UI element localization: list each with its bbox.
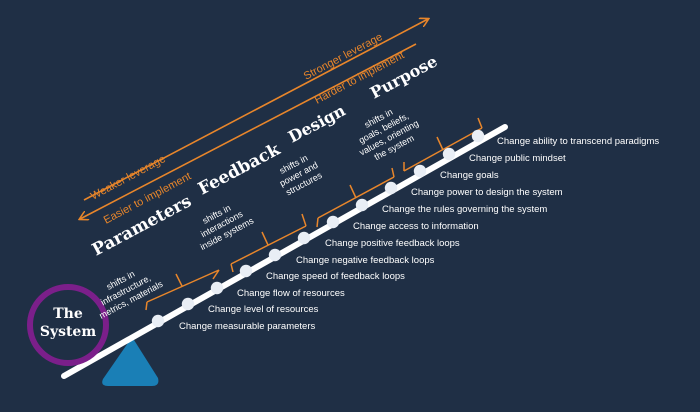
category-bracket-4	[403, 117, 483, 172]
leverage-point-dot-1	[151, 314, 165, 328]
leverage-point-label-8: Change the rules governing the system	[382, 204, 547, 215]
leverage-point-dot-12	[471, 129, 485, 143]
the-system-label-line2: System	[40, 324, 97, 340]
category-subtitle-feedback: shifts ininteractionsinside systems	[188, 196, 256, 252]
leverage-points: Change measurable parameters Change level…	[151, 129, 659, 332]
leverage-point-label-11: Change public mindset	[469, 153, 566, 164]
leverage-point-label-9: Change power to design the system	[411, 187, 563, 198]
harder-to-implement-arrow	[80, 43, 417, 219]
leverage-point-dot-8	[355, 198, 369, 212]
category-title-feedback: Feedback	[195, 139, 285, 199]
leverage-point-label-2: Change level of resources	[208, 304, 319, 315]
stronger-leverage-arrow	[83, 19, 428, 201]
leverage-point-dot-9	[384, 181, 398, 195]
category-subtitle-purpose: shifts ingoals, beliefs,values, orientin…	[347, 99, 425, 168]
leverage-point-dot-7	[326, 215, 340, 229]
lever-beam	[61, 124, 508, 379]
the-system-ring	[27, 284, 109, 366]
leverage-point-dot-10	[413, 164, 427, 178]
leverage-point-label-1: Change measurable parameters	[179, 321, 315, 332]
leverage-point-label-6: Change positive feedback loops	[325, 238, 460, 249]
leverage-point-dot-3	[210, 281, 224, 295]
leverage-point-label-5: Change negative feedback loops	[296, 255, 435, 266]
leverage-point-label-10: Change goals	[440, 170, 499, 181]
category-subtitle-parameters: shifts ininfrastructure,metrics, materia…	[87, 259, 165, 321]
category-bracket-1	[145, 269, 220, 311]
the-system-label-line1: The	[53, 306, 83, 322]
category-bracket-2	[230, 213, 307, 273]
fulcrum-triangle	[102, 338, 159, 386]
leverage-point-dot-5	[268, 248, 282, 262]
leverage-point-label-7: Change access to information	[353, 221, 479, 232]
leverage-point-dot-11	[442, 147, 456, 161]
leverage-point-label-4: Change speed of feedback loops	[266, 271, 405, 282]
category-brackets	[145, 117, 483, 311]
leverage-point-label-12: Change ability to transcend paradigms	[497, 136, 659, 147]
category-bracket-3	[316, 167, 395, 228]
leverage-point-dot-2	[181, 297, 195, 311]
leverage-point-dot-6	[297, 231, 311, 245]
leverage-point-dot-4	[239, 264, 253, 278]
leverage-point-label-3: Change flow of resources	[237, 288, 345, 299]
